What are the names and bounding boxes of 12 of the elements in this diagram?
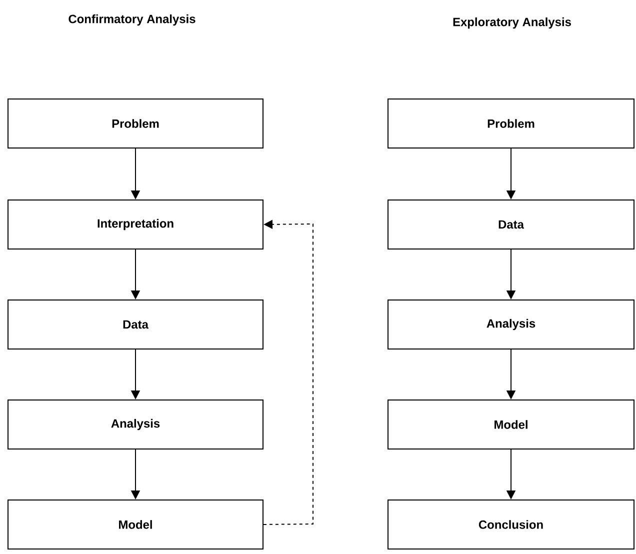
- process-box: Interpretation: [8, 200, 264, 250]
- process-box: Problem: [8, 98, 264, 148]
- process-box: Data: [388, 200, 634, 250]
- process-box: Conclusion: [388, 500, 634, 550]
- process-box: Data: [8, 300, 264, 350]
- process-box: Model: [388, 400, 634, 450]
- column-heading: Exploratory Analysis: [453, 17, 571, 29]
- process-box: Model: [8, 500, 264, 550]
- column-heading: Confirmatory Analysis: [68, 14, 196, 26]
- process-box: Analysis: [8, 400, 264, 450]
- process-box: Problem: [388, 98, 634, 148]
- process-box: Analysis: [388, 300, 634, 350]
